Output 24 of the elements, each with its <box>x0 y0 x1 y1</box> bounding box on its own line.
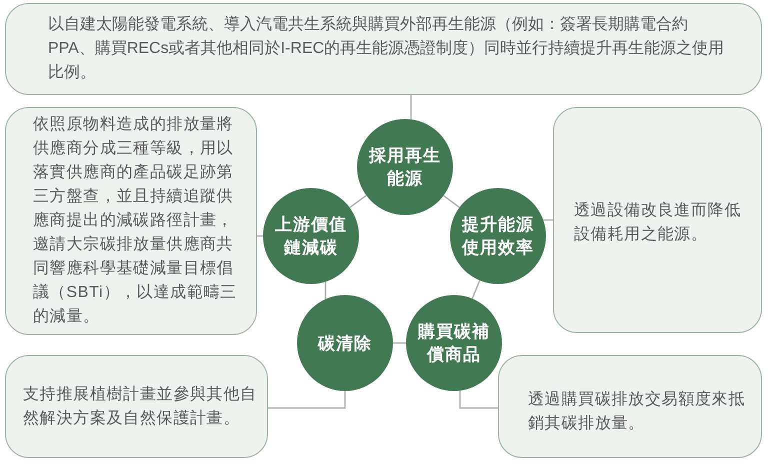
circle-label: 碳清除 <box>316 332 373 354</box>
circle-label: 提升能源使用效率 <box>461 214 535 259</box>
circle-label: 購買碳補償商品 <box>417 321 491 366</box>
connector-line <box>349 194 367 208</box>
description-card <box>5 3 762 95</box>
connector-line <box>393 342 406 344</box>
connector-line <box>443 195 460 208</box>
connector-line <box>410 95 412 120</box>
description-text: 以自建太陽能發電系統、導入汽電共生系統與購買外部再生能源（例如：簽署長期購電合約PPA、購買RECs或者其他相同於I-REC的再生能源憑證制度）同時並行持續提升再生能源之使用比例。 <box>48 14 726 83</box>
description-card <box>5 355 268 458</box>
description-text: 透過購買碳排放交易額度來抵銷其碳排放量。 <box>528 390 746 434</box>
circle-label: 採用再生能源 <box>368 145 442 190</box>
connector-line <box>472 280 480 299</box>
connector-line <box>324 282 326 300</box>
circle-label: 上游價值鏈減碳 <box>274 214 348 259</box>
connector-line <box>459 390 498 409</box>
description-card <box>5 107 257 335</box>
description-card <box>553 107 762 333</box>
description-card <box>498 355 762 458</box>
description-text: 依照原物料造成的排放量將供應商分成三種等級，用以落實供應商的產品碳足跡第三方盤查，並且持續追蹤供應商提出的減碳路徑計畫，邀請大宗碳排放量供應商共同響應科學基礎減量目標倡議（SBTi），以達成範疇三的減量。 <box>33 114 238 327</box>
description-text: 透過設備改良進而降低設備耗用之能源。 <box>574 200 742 245</box>
connector-line <box>268 391 346 409</box>
description-text: 支持推展植樹計畫並參與其他自然解決方案及自然保護計畫。 <box>23 384 258 428</box>
connector-line <box>543 219 553 221</box>
